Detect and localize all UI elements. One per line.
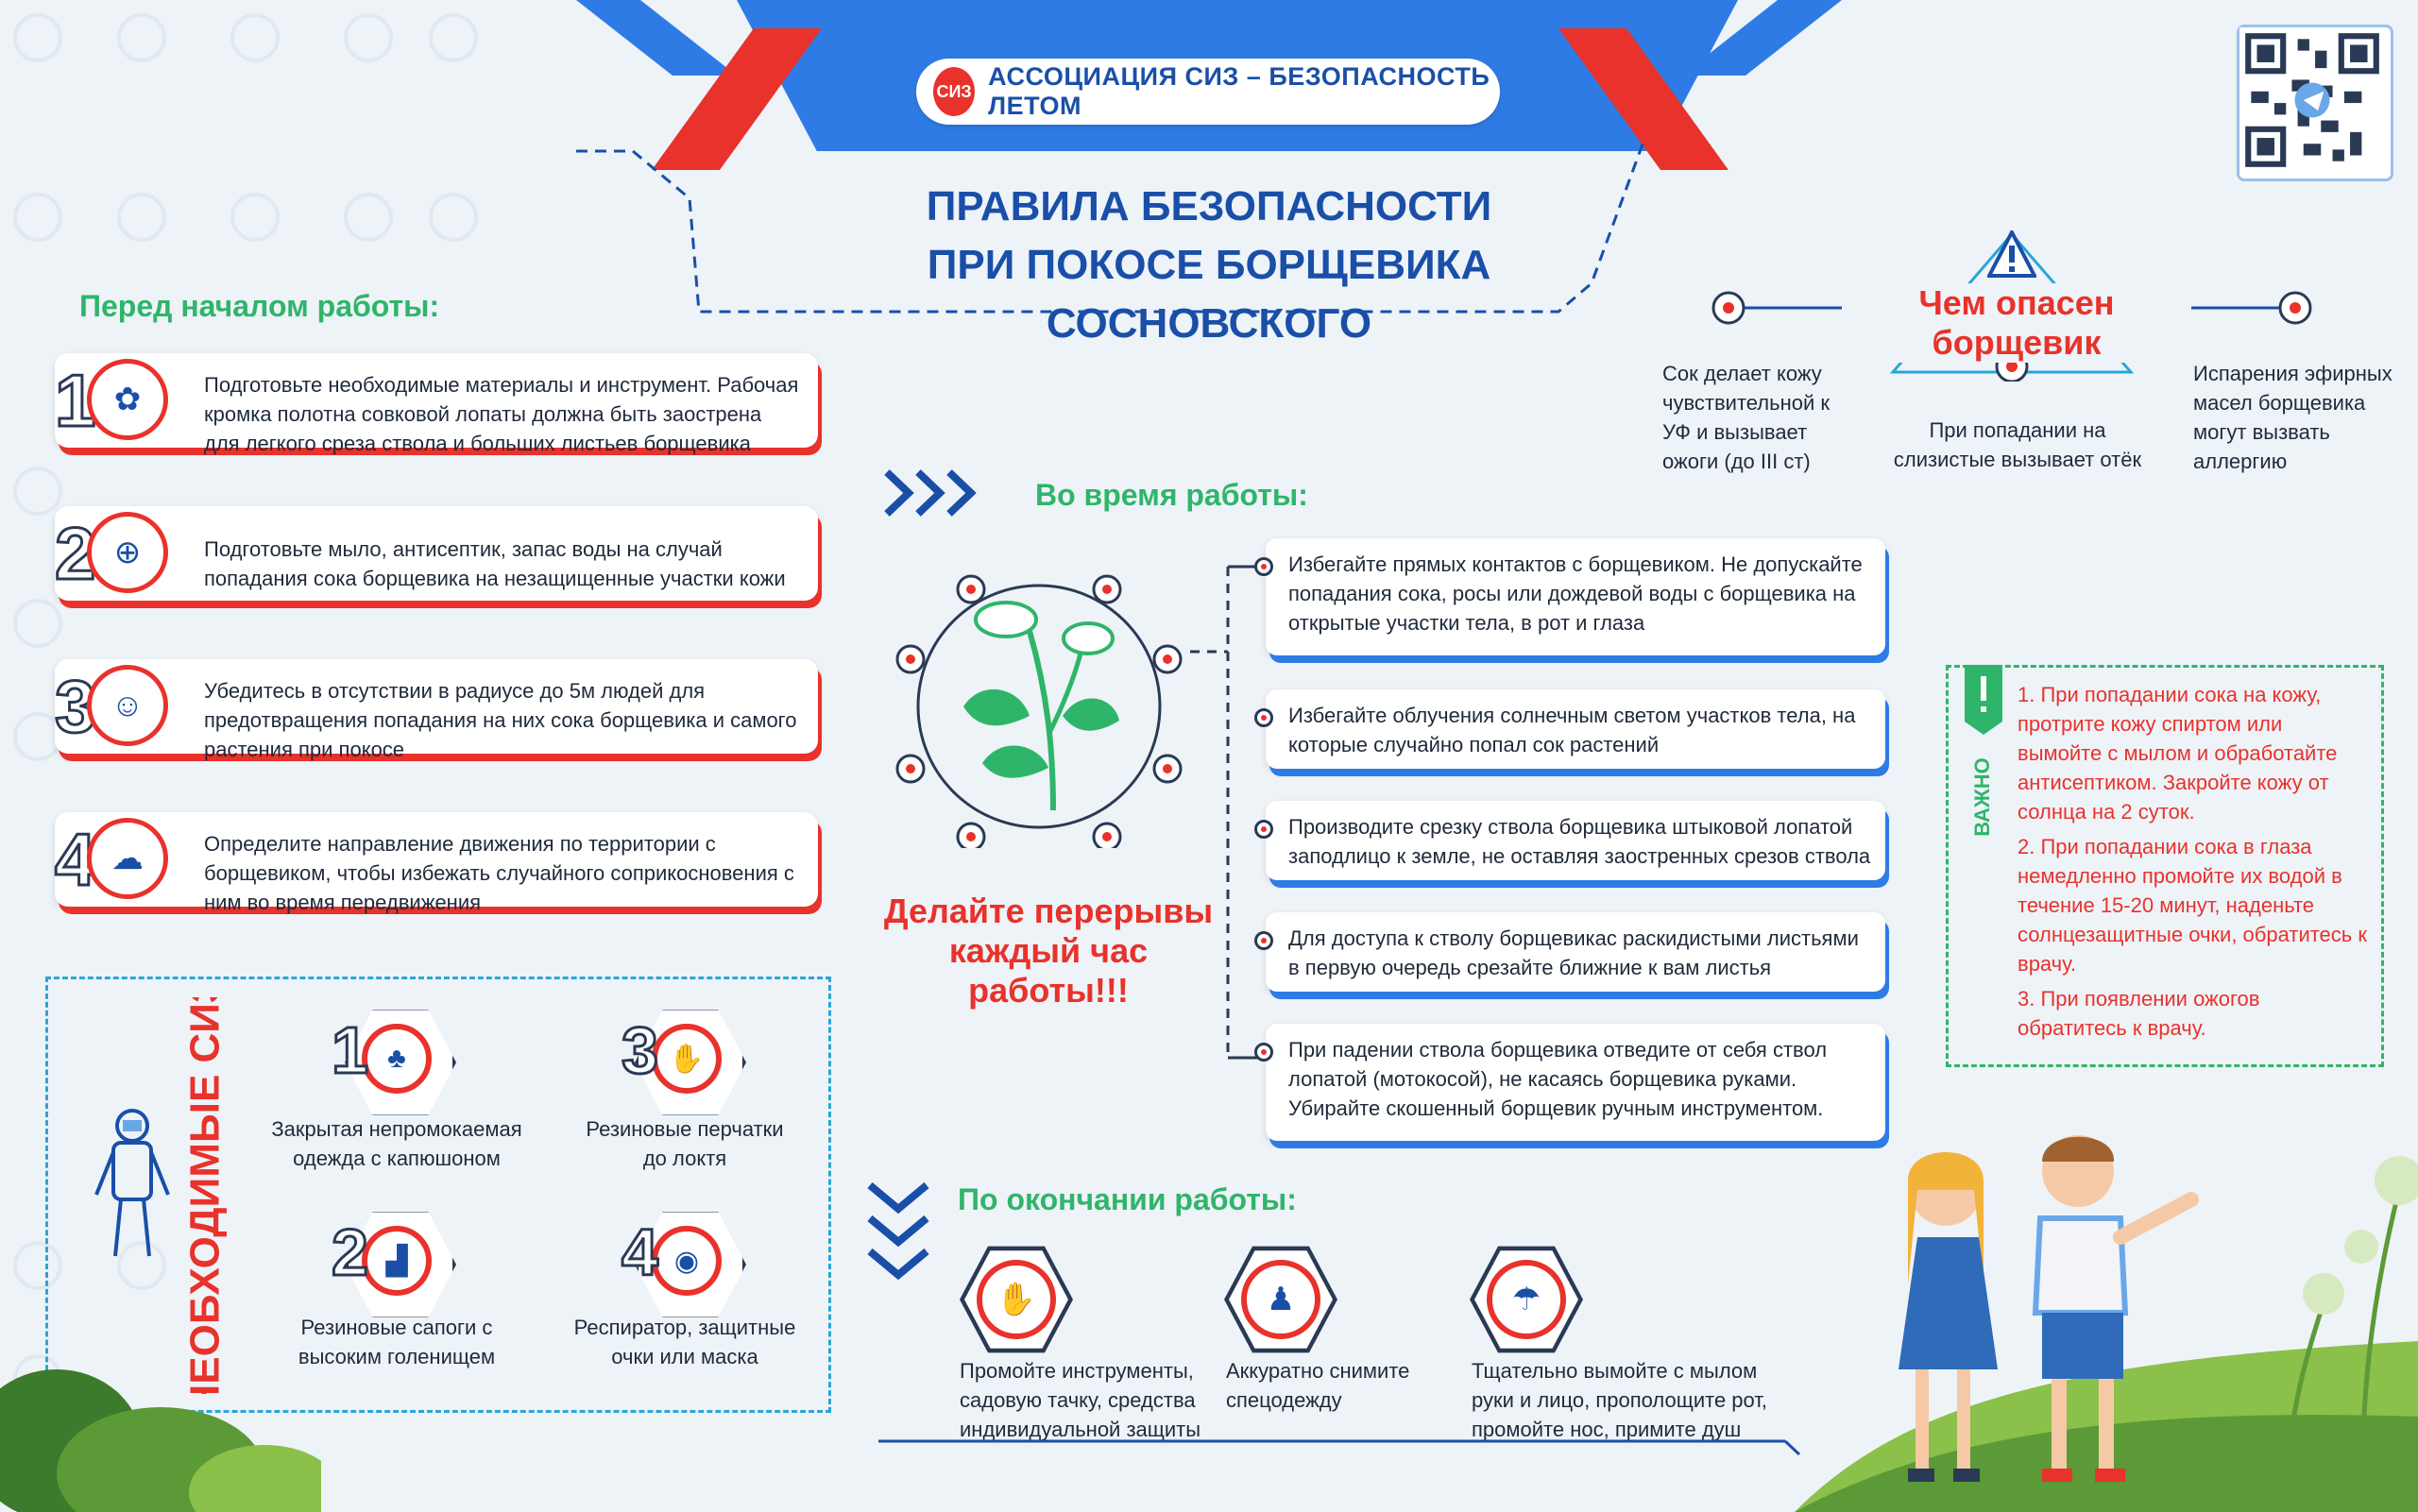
ppe-icon-4: ◉ 4 <box>621 1209 746 1317</box>
people-distance-icon: ☺ <box>87 665 168 746</box>
title-frame <box>576 142 1645 314</box>
during-work-title: Во время работы: <box>1035 478 1308 512</box>
plant-shovel-icon: ✿ <box>87 359 168 440</box>
ppe-icon-2: ▟ 2 <box>331 1209 456 1317</box>
before-step-2: 2 ⊕ Подготовьте мыло, антисептик, запас … <box>54 506 818 601</box>
gloves-icon: ✋ <box>652 1024 722 1094</box>
ppe-icon-1: ♣ 1 <box>331 1007 456 1115</box>
chevrons-down-icon <box>867 1181 929 1281</box>
qr-code-icon <box>2239 27 2385 173</box>
before-work-title: Перед началом работы: <box>79 289 440 323</box>
shower-icon: ☂ <box>1487 1260 1566 1339</box>
qr-code[interactable] <box>2237 25 2393 181</box>
step-text: Подготовьте необходимые материалы и инст… <box>204 373 799 455</box>
page-title: ПРАВИЛА БЕЗОПАСНОСТИ ПРИ ПОКОСЕ БОРЩЕВИК… <box>926 183 1492 347</box>
important-text: 1. При попадании сока на кожу, протрите … <box>2018 680 2367 1048</box>
after-icon-3: ☂ <box>1470 1243 1583 1356</box>
important-item-1: 1. При попадании сока на кожу, протрите … <box>2018 683 2338 824</box>
important-label: ВАЖНО <box>1965 665 2002 837</box>
hogweed-plant-icon <box>895 574 1183 848</box>
protective-suit-icon: ♟ <box>1241 1260 1320 1339</box>
danger-title: Чем опасен борщевик <box>1842 283 2191 363</box>
step-text: Определите направление движения по терри… <box>204 832 794 914</box>
rubber-boots-icon: ▟ <box>362 1226 432 1296</box>
after-icon-1: ✋ <box>960 1243 1073 1356</box>
during-item-5: При падении ствола борщевика отведите от… <box>1254 1024 1885 1141</box>
direction-icon: ☁ <box>87 818 168 899</box>
protective-suit-figure-icon <box>94 1109 170 1257</box>
respirator-icon: ◉ <box>652 1226 722 1296</box>
svg-text:ВАЖНО: ВАЖНО <box>1970 757 1994 837</box>
ppe-title: НЕОБХОДИМЫЕ СИЗ <box>179 977 236 1415</box>
connector-bracket <box>1190 565 1266 1060</box>
step-text: Подготовьте мыло, антисептик, запас воды… <box>204 537 786 590</box>
important-box <box>1946 665 2384 1067</box>
after-item-1: Промойте инструменты,садовую тачку, сред… <box>960 1359 1201 1441</box>
ppe-box <box>45 977 831 1413</box>
during-item-1: Избегайте прямых контактов с борщевиком.… <box>1254 538 1885 655</box>
during-item-3: Производите срезку ствола борщевика штык… <box>1254 801 1885 880</box>
bush-decoration <box>0 1369 321 1512</box>
before-step-4: 4 ☁ Определите направление движения по т… <box>54 812 818 914</box>
break-reminder: Делайте перерывы каждый час работы!!! <box>883 892 1214 1010</box>
after-underline <box>878 1439 1801 1456</box>
during-item-4: Для доступа к стволу борщевикас раскидис… <box>1254 912 1885 992</box>
siz-logo: СИЗ <box>933 67 976 116</box>
chevrons-right-icon <box>884 469 977 517</box>
svg-text:НЕОБХОДИМЫЕ СИЗ: НЕОБХОДИМЫЕ СИЗ <box>182 997 229 1394</box>
children-illustration <box>1795 1135 2418 1512</box>
after-icon-2: ♟ <box>1224 1243 1337 1356</box>
after-work-title: По окончании работы: <box>958 1182 1297 1216</box>
step-text: Убедитесь в отсутствии в радиусе до 5м л… <box>204 679 797 761</box>
before-step-1: 1 ✿ Подготовьте необходимые материалы и … <box>54 353 818 455</box>
ppe-icon-3: ✋ 3 <box>621 1007 746 1115</box>
important-item-2: 2. При попадании сока в глаза немедленно… <box>2018 835 2367 976</box>
header-badge-text: АССОЦИАЦИЯ СИЗ – БЕЗОПАСНОСТЬ ЛЕТОМ <box>988 62 1490 120</box>
before-step-3: 3 ☺ Убедитесь в отсутствии в радиусе до … <box>54 659 818 761</box>
important-item-3: 3. При появлении ожогов обратитесь к вра… <box>2018 987 2260 1040</box>
soap-bottle-icon: ⊕ <box>87 512 168 593</box>
hooded-clothing-icon: ♣ <box>362 1024 432 1094</box>
warning-icon <box>1987 230 2036 278</box>
during-item-2: Избегайте облучения солнечным светом уча… <box>1254 689 1885 769</box>
gloves-wash-icon: ✋ <box>977 1260 1056 1339</box>
header-badge: СИЗ АССОЦИАЦИЯ СИЗ – БЕЗОПАСНОСТЬ ЛЕТОМ <box>916 59 1500 125</box>
